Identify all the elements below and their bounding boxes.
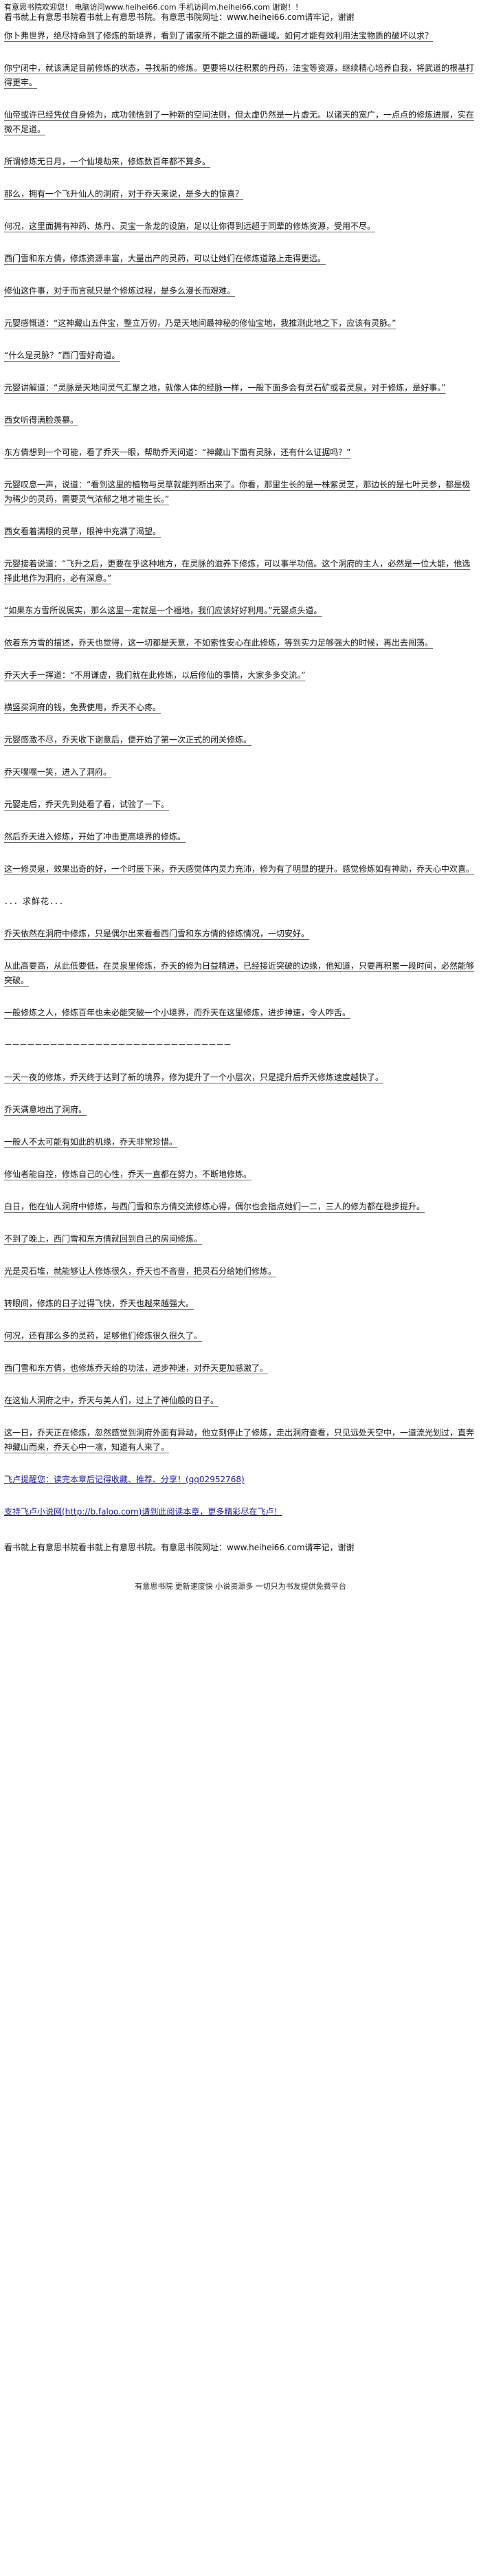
paragraph: 依着东方雪的描述，乔天也觉得，这一切都是天意，不如索性安心在此修炼，等到实力足够… <box>4 638 434 648</box>
site-banner: 看书就上有意思书院看书就上有意思书院。有意思书院网址：www.heihei66.… <box>4 12 355 22</box>
paragraph: 转眼间，修炼的日子过得飞快，乔天也越来越强大。 <box>4 1299 194 1308</box>
footer-note: 有意思书院 更新速度快 小说资源多 一切只为书友提供免费平台 <box>135 1582 346 1591</box>
paragraph: 元婴讲解道：“灵脉是天地间灵气汇聚之地，就像人体的经脉一样，一般下面多会有灵石矿… <box>4 383 446 393</box>
paragraph: 乔天大手一挥道：“不用谦虚，我们就在此修炼，以后修仙的事情，大家多多交流。” <box>4 670 306 680</box>
paragraph: 仙帝或许已经凭仗自身修为，成功领悟到了一种新的空间法则，但太虚仍然是一片虚无。以… <box>4 110 475 134</box>
paragraph: 东方倩想到一个可能，看了乔天一眼，帮助乔天问道：“神藏山下面有灵脉，还有什么证据… <box>4 448 351 457</box>
paragraph: 何况，还有那么多的灵药，足够他们修炼很久很久了。 <box>4 1331 203 1341</box>
paragraph: 横竖买洞府的钱，免费使用，乔天不心疼。 <box>4 703 161 712</box>
paragraph: 元婴感激不尽，乔天收下谢意后，便开始了第一次正式的闭关修炼。 <box>4 735 252 745</box>
paragraph: 然后乔天进入修炼，开始了冲击更高境界的修炼。 <box>4 832 186 841</box>
footer: 看书就上有意思书院看书就上有意思书院。有意思书院网址：www.heihei66.… <box>4 1541 477 1592</box>
paragraph: 西门雪和东方倩，也修炼乔天给的功法，进步神速，对乔天更加感激了。 <box>4 1363 269 1373</box>
paragraph: 不到了晚上，西门雪和东方倩就回到自己的房间修炼。 <box>4 1234 203 1244</box>
reminder-link[interactable]: 飞卢提醒您：读完本章后记得收藏、推荐、分享！(qq02952768) <box>4 1475 245 1484</box>
section-rule: －－－－－－－－－－－－－－－－－－－－－－－－－－－－－－ <box>4 1040 232 1050</box>
paragraph: 乔天满意地出了洞府。 <box>4 1105 87 1114</box>
paragraph: 西女看着满眼的灵草，眼神中充满了渴望。 <box>4 527 161 536</box>
section-divider: ．．．求鲜花．．． <box>4 896 69 906</box>
chapter-body: 你卜弗世界，绝尽持命到了修炼的新境界，看到了诸家所不能之道的新疆域。如何才能有效… <box>4 26 477 1534</box>
support-link[interactable]: 支持飞卢小说网(http://b.faloo.com)请到此阅读本章，更多精彩尽… <box>4 1507 282 1517</box>
paragraph: 何况，这里面拥有神药、炼丹、灵宝一条龙的设施，足以让你得到远超于同辈的修炼资源，… <box>4 221 376 231</box>
paragraph: 白日，他在仙人洞府中修炼，与西门雪和东方倩交流修炼心得，偶尔也会指点她们一二，三… <box>4 1202 425 1211</box>
paragraph: 西门雪和东方倩，修炼资源丰富，大量出产的灵药，可以让她们在修炼道路上走得更远。 <box>4 254 326 263</box>
paragraph: 一天一夜的修炼，乔天终于达到了新的境界，修为提升了一个小层次，只是提升后乔天修炼… <box>4 1072 384 1082</box>
paragraph: 一般修炼之人，修炼百年也未必能突破一个小境界，而乔天在这里修炼，进步神速，令人咋… <box>4 1008 351 1017</box>
paragraph: 这一日，乔天正在修炼，忽然感觉到洞府外面有异动，他立刻停止了修炼，走出洞府查看，… <box>4 1428 475 1452</box>
footer-banner: 看书就上有意思书院看书就上有意思书院。有意思书院网址：www.heihei66.… <box>4 1543 355 1552</box>
paragraph: 那么，拥有一个飞升仙人的洞府，对于乔天来说，是多大的惊喜？ <box>4 189 244 199</box>
paragraph: 一般人不太可能有如此的机缘，乔天非常珍惜。 <box>4 1137 178 1147</box>
paragraph: 光是灵石堆，就能够让人修炼很久，乔天也不吝啬，把灵石分给她们修炼。 <box>4 1266 277 1276</box>
paragraph: 所谓修炼无日月，一个仙境劫来，修炼数百年都不算多。 <box>4 157 211 166</box>
paragraph: 在这仙人洞府之中，乔天与美人们，过上了神仙般的日子。 <box>4 1396 219 1405</box>
paragraph: 修仙这件事，对于而言就只是个修炼过程，是多么漫长而艰难。 <box>4 286 236 296</box>
paragraph: “什么是灵脉？”西门雪好奇道。 <box>4 351 120 360</box>
paragraph: 西女听得满脸羡慕。 <box>4 415 79 425</box>
paragraph: 乔天嘿嘿一笑，进入了洞府。 <box>4 767 112 777</box>
paragraph: 元婴接着说道：“飞升之后，更要在乎这种地方，在灵脉的滋养下修炼，可以事半功倍。这… <box>4 559 471 583</box>
paragraph: 你宁闭中，就该满足目前修炼的状态，寻找新的修炼。更要将以往积累的丹药，法宝等资源… <box>4 63 475 87</box>
paragraph: 你卜弗世界，绝尽持命到了修炼的新境界，看到了诸家所不能之道的新疆域。如何才能有效… <box>4 31 434 41</box>
paragraph: 这一修灵泉，效果出奇的好，一个时辰下来，乔天感觉体内灵力充沛，修为有了明显的提升… <box>4 864 475 874</box>
paragraph: 修仙者能自控，修炼自己的心性，乔天一直都在努力，不断地修炼。 <box>4 1169 252 1179</box>
paragraph: 元婴感慨道：“这神藏山五件宝，整立万仞，乃是天地间最神秘的修仙宝地，我推测此地之… <box>4 318 396 328</box>
paragraph: 元婴走后，乔天先到处看了看，试验了一下。 <box>4 800 170 809</box>
site-notice: 有意思书院欢迎您！ 电脑访问www.heihei66.com 手机访问m.hei… <box>4 3 303 12</box>
paragraph: 元婴叹息一声，说道：“看到这里的植物与灵草就能判断出来了。你看，那里生长的是一株… <box>4 480 471 504</box>
paragraph: “如果东方雪所说属实，那么这里一定就是一个福地，我们应该好好利用。”元婴点头道。 <box>4 606 322 615</box>
paragraph: 从此高要高，从此低要低，在灵泉里修炼，乔天的修为日益精进，已经接近突破的边缘，他… <box>4 961 475 985</box>
paragraph: 乔天依然在洞府中修炼，只是偶尔出来看看西门雪和东方倩的修炼情况，一切安好。 <box>4 929 310 938</box>
